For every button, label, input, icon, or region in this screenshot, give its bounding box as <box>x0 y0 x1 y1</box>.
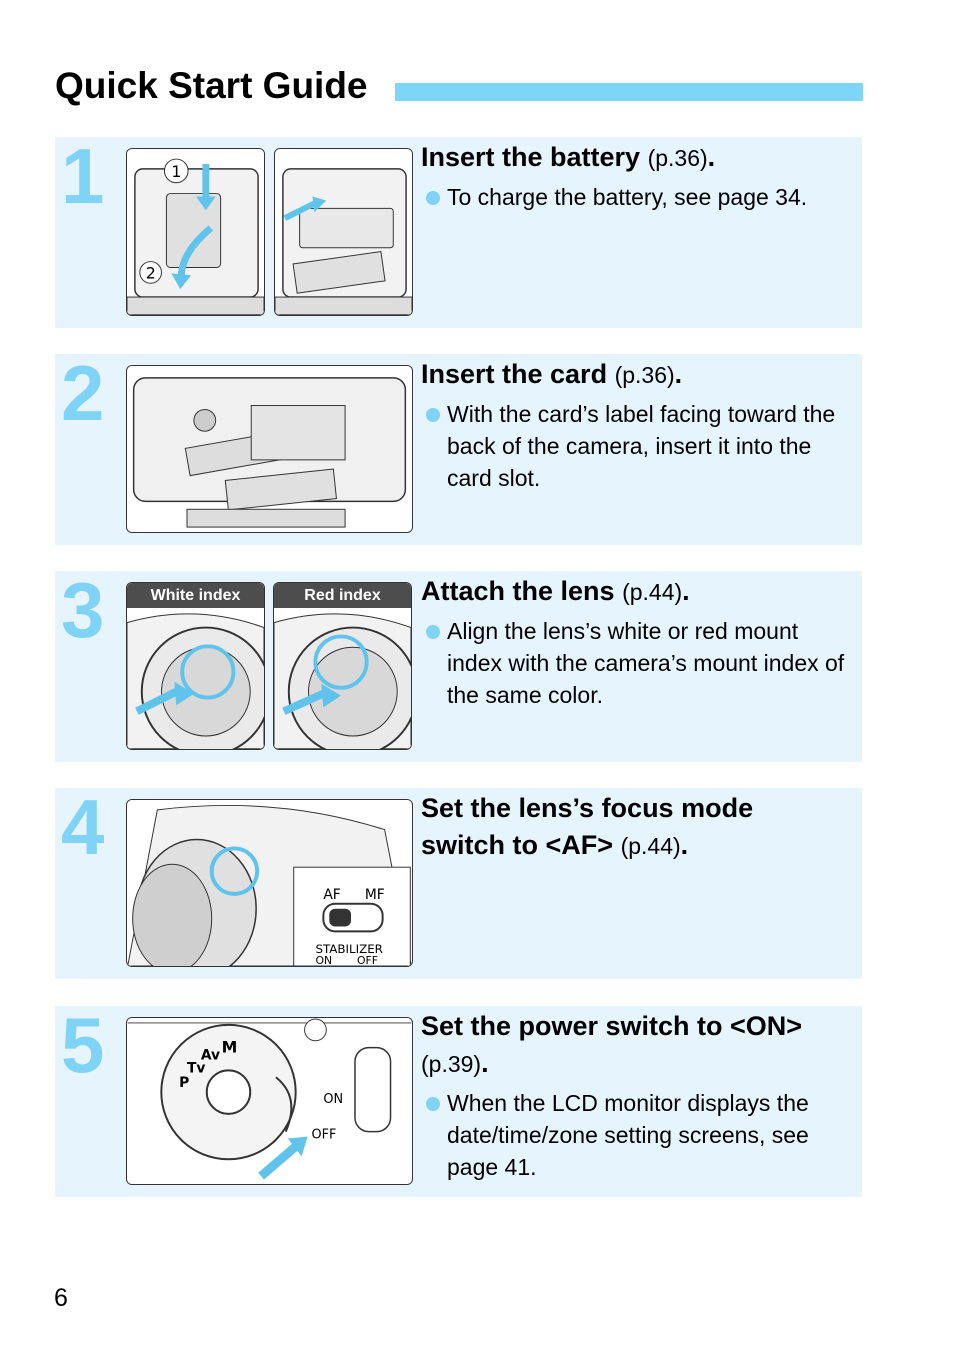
step-3-text: Attach the lens (p.44). Align the lens’s… <box>421 573 857 711</box>
step-heading: Set the power switch to <ON>(p.39). <box>421 1011 803 1078</box>
camera-illustration-icon <box>275 149 412 315</box>
lens-mount-illustration-icon <box>127 583 264 749</box>
photo-label: Red index <box>274 583 411 608</box>
card-insert-image <box>126 365 413 533</box>
step-number: 4 <box>61 783 105 871</box>
mf-label: MF <box>365 887 385 903</box>
bullet-item: When the LCD monitor displays the date/t… <box>421 1087 857 1183</box>
off-label: OFF <box>357 954 378 966</box>
step-number: 2 <box>61 349 105 437</box>
power-switch-image: M Av Tv P ON OFF <box>126 1017 413 1185</box>
page-reference: (p.36) <box>614 362 675 388</box>
on-label: ON <box>315 954 332 966</box>
step-number: 5 <box>61 1001 105 1089</box>
step-5-text: Set the power switch to <ON>(p.39). When… <box>421 1008 857 1183</box>
step-1: 1 1 2 Insert the battery (p.36 <box>55 132 862 328</box>
bullet-dot-icon <box>426 1097 440 1111</box>
stabilizer-label: STABILIZER <box>315 942 382 956</box>
dial-label: P <box>179 1075 189 1091</box>
red-index-image: Red index <box>273 582 412 750</box>
page-reference: (p.39) <box>421 1051 482 1077</box>
step-number: 1 <box>61 132 105 220</box>
white-index-image: White index <box>126 582 265 750</box>
step-1-text: Insert the battery (p.36). To charge the… <box>421 139 857 213</box>
step-3: 3 White index Red index Attach the lens … <box>55 566 862 762</box>
af-label: AF <box>323 887 340 903</box>
bullet-dot-icon <box>426 191 440 205</box>
battery-insert-image <box>274 148 413 316</box>
dial-label: Av <box>201 1048 220 1064</box>
step-2: 2 Insert the card (p.36). With the card’… <box>55 349 862 545</box>
step-heading: Insert the battery (p.36). <box>421 142 716 172</box>
page-title: Quick Start Guide <box>55 65 368 106</box>
step-heading: Attach the lens (p.44). <box>421 576 690 606</box>
focus-switch-image: AF MF STABILIZER ON OFF <box>126 799 413 967</box>
bullet-item: With the card’s label facing toward the … <box>421 398 857 494</box>
on-label: ON <box>323 1092 343 1107</box>
camera-illustration-icon <box>127 366 412 532</box>
page-reference: (p.44) <box>622 579 683 605</box>
step-5: 5 M Av Tv P ON OFF Set the power switch … <box>55 1001 862 1197</box>
page-number: 6 <box>54 1284 68 1312</box>
dial-label: Tv <box>187 1060 205 1076</box>
step-4: 4 AF MF STABILIZER ON OFF Set the lens’s… <box>55 783 862 979</box>
lens-illustration-icon: AF MF STABILIZER ON OFF <box>127 800 412 966</box>
page-reference: (p.36) <box>647 145 708 171</box>
battery-cover-image: 1 2 <box>126 148 265 316</box>
step-heading: Insert the card (p.36). <box>421 359 683 389</box>
step-number: 3 <box>61 566 105 654</box>
mode-dial-illustration-icon: M Av Tv P ON OFF <box>127 1018 412 1184</box>
photo-label: White index <box>127 583 264 608</box>
bullet-dot-icon <box>426 625 440 639</box>
camera-illustration-icon: 1 2 <box>127 149 264 315</box>
title-accent-bar <box>395 83 863 101</box>
lens-mount-illustration-icon <box>274 583 411 749</box>
bullet-item: Align the lens’s white or red mount inde… <box>421 615 857 711</box>
off-label: OFF <box>311 1128 336 1143</box>
svg-text:1: 1 <box>171 162 181 181</box>
step-2-text: Insert the card (p.36). With the card’s … <box>421 356 857 494</box>
bullet-item: To charge the battery, see page 34. <box>421 181 857 213</box>
page-reference: (p.44) <box>620 833 681 859</box>
svg-text:2: 2 <box>146 263 156 282</box>
bullet-dot-icon <box>426 408 440 422</box>
dial-label: M <box>222 1038 238 1057</box>
